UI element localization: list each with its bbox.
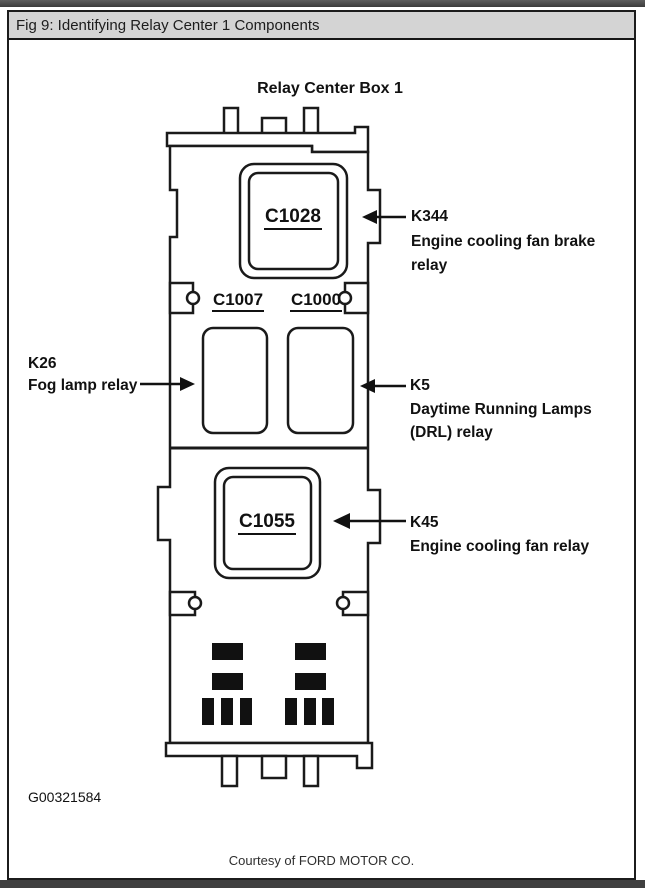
figure-caption: Fig 9: Identifying Relay Center 1 Compon… bbox=[16, 16, 320, 34]
figure-frame: Fig 9: Identifying Relay Center 1 Compon… bbox=[7, 10, 636, 880]
credit-line: Courtesy of FORD MOTOR CO. bbox=[9, 853, 634, 868]
window-bottom-bar bbox=[0, 880, 645, 888]
figure-header: Fig 9: Identifying Relay Center 1 Compon… bbox=[9, 12, 634, 40]
credit-text: Courtesy of FORD MOTOR CO. bbox=[228, 853, 415, 868]
window-top-bar bbox=[0, 0, 645, 7]
